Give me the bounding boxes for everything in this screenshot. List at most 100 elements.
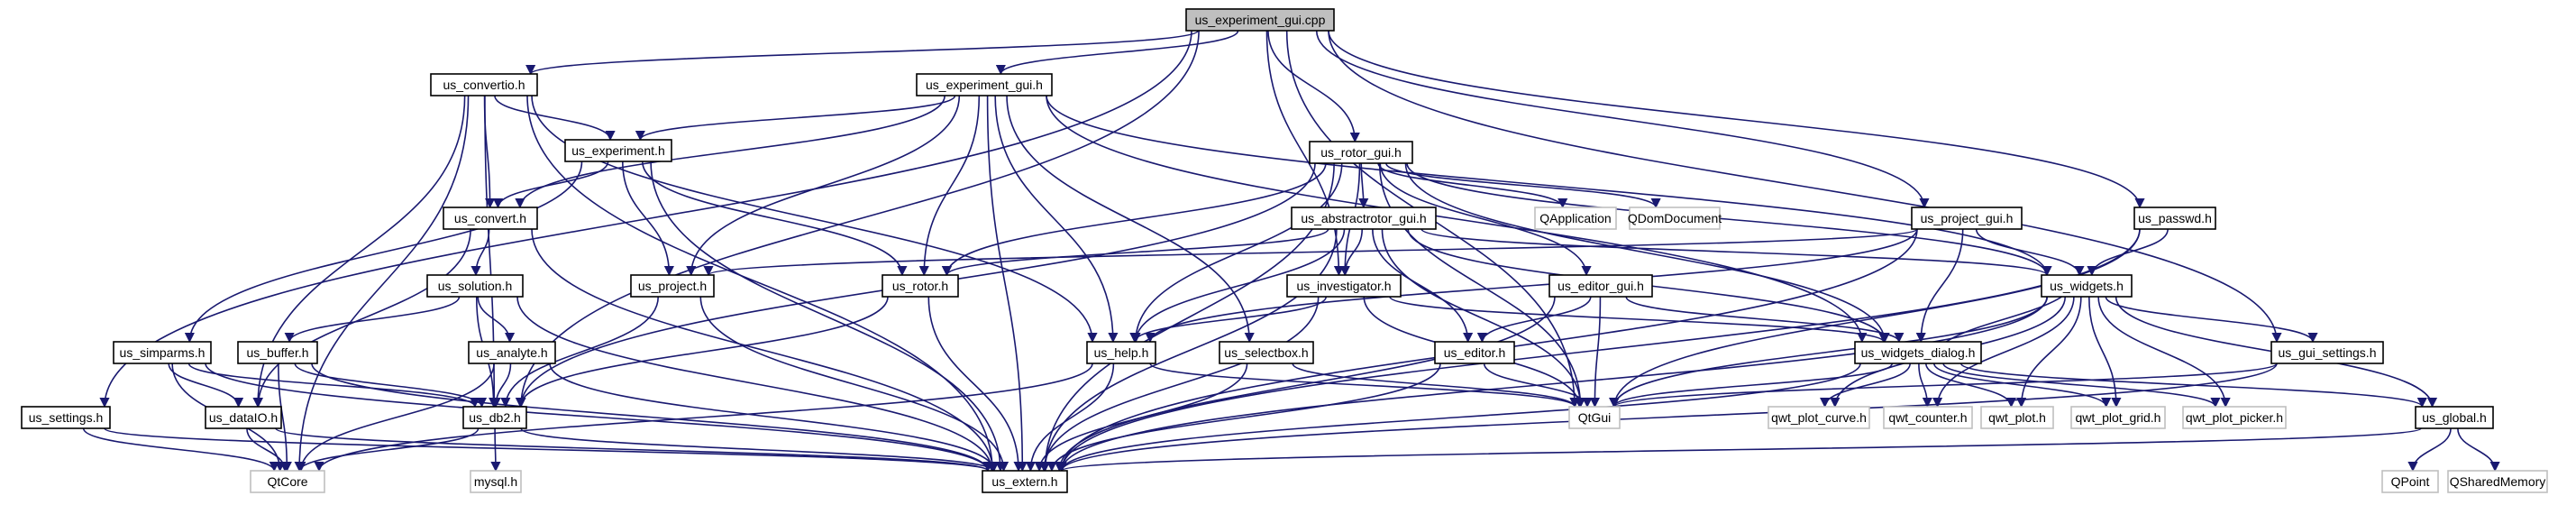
node-qwt-counter-h[interactable]: qwt_counter.h: [1883, 406, 1973, 429]
node-label: QSharedMemory: [2450, 474, 2546, 489]
node-box: [250, 470, 325, 493]
edge-line: [490, 427, 501, 473]
edge-line: [1420, 228, 2052, 277]
edge-us-experiment-gui-h-to-us-extern-h: [986, 95, 1028, 473]
edge-us-convertio-h-to-us-experiment-h: [494, 95, 616, 142]
edge-line: [1609, 296, 2049, 409]
node-qdomdocument[interactable]: QDomDocument: [1628, 207, 1722, 230]
node-qpoint[interactable]: QPoint: [2381, 470, 2439, 493]
node-us-experiment-gui-cpp[interactable]: us_experiment_gui.cpp: [1185, 8, 1335, 32]
edge-us-editor-gui-h-to-qtgui: [1589, 296, 1602, 409]
edge-us-editor-gui-h-to-us-extern-h: [1054, 296, 1556, 473]
edge-us-widgets-dialog-h-to-qtgui: [1609, 363, 1894, 409]
edge-line: [1292, 363, 1580, 409]
edge-us-global-h-to-us-extern-h: [1057, 427, 2422, 473]
node-us-db2-h[interactable]: us_db2.h: [462, 406, 527, 429]
edge-us-rotor-gui-h-to-us-abstractrotor-gui-h: [1358, 162, 1369, 209]
node-us-experiment-gui-h[interactable]: us_experiment_gui.h: [916, 73, 1053, 96]
node-label: us_editor_gui.h: [1557, 279, 1644, 293]
edge-us-project-h-to-us-db2-h: [500, 296, 660, 409]
node-box: [882, 274, 959, 298]
node-label: QtGui: [1578, 410, 1612, 425]
node-box: [462, 406, 527, 429]
node-box: [443, 207, 538, 230]
edge-us-abstractrotor-gui-h-to-us-rotor-h: [942, 228, 1329, 277]
edge-line: [642, 161, 908, 277]
node-us-editor-h[interactable]: us_editor.h: [1434, 341, 1515, 364]
node-us-help-h[interactable]: us_help.h: [1086, 341, 1156, 364]
node-us-buffer-h[interactable]: us_buffer.h: [237, 341, 318, 364]
edge-us-experiment-gui-cpp-to-us-experiment-gui-h: [995, 30, 1239, 76]
node-box: [470, 470, 522, 493]
edge-line: [294, 95, 470, 473]
edge-line: [500, 296, 660, 409]
edge-us-project-h-to-us-extern-h: [699, 296, 1009, 473]
node-us-rotor-h[interactable]: us_rotor.h: [882, 274, 959, 298]
edge-us-project-gui-h-to-us-widgets-dialog-h: [1915, 228, 1964, 344]
edge-line: [1046, 95, 1868, 344]
edge-line: [1381, 228, 1586, 409]
node-us-simparms-h[interactable]: us_simparms.h: [113, 341, 212, 364]
node-us-passwd-h[interactable]: us_passwd.h: [2133, 207, 2216, 230]
edge-us-settings-h-to-us-extern-h: [104, 427, 993, 473]
edge-line: [531, 95, 1098, 344]
node-box: [2447, 470, 2548, 493]
node-qtcore[interactable]: QtCore: [250, 470, 325, 493]
node-qwt-plot-grid-h[interactable]: qwt_plot_grid.h: [2070, 406, 2166, 429]
node-us-analyte-h[interactable]: us_analyte.h: [468, 341, 556, 364]
edge-us-editor-h-to-us-extern-h: [1046, 363, 1441, 473]
node-us-selectbox-h[interactable]: us_selectbox.h: [1219, 341, 1314, 364]
node-us-global-h[interactable]: us_global.h: [2415, 406, 2494, 429]
node-label: qwt_plot_picker.h: [2186, 410, 2283, 425]
node-us-solution-h[interactable]: us_solution.h: [426, 274, 524, 298]
edge-line: [703, 228, 1918, 277]
node-qsharedmemory[interactable]: QSharedMemory: [2447, 470, 2548, 493]
node-us-abstractrotor-gui-h[interactable]: us_abstractrotor_gui.h: [1291, 207, 1437, 230]
node-us-convertio-h[interactable]: us_convertio.h: [430, 73, 538, 96]
node-qapplication[interactable]: QApplication: [1534, 207, 1617, 230]
node-box: [1911, 207, 2023, 230]
node-box: [1854, 341, 1982, 364]
node-us-editor-gui-h[interactable]: us_editor_gui.h: [1548, 274, 1653, 298]
node-label: us_project_gui.h: [1921, 211, 2014, 225]
node-us-datalo-h[interactable]: us_dataIO.h: [205, 406, 282, 429]
edge-line: [1404, 162, 1890, 344]
node-us-extern-h[interactable]: us_extern.h: [982, 470, 1068, 493]
edge-line: [927, 296, 1024, 473]
edge-line: [104, 427, 993, 473]
node-us-experiment-h[interactable]: us_experiment.h: [564, 139, 672, 162]
node-mysql-h[interactable]: mysql.h: [470, 470, 522, 493]
edge-line: [531, 228, 998, 473]
node-us-convert-h[interactable]: us_convert.h: [443, 207, 538, 230]
node-qwt-plot-h[interactable]: qwt_plot.h: [1980, 406, 2054, 429]
edge-us-widgets-h-to-qwt-plot-grid-h: [2088, 296, 2122, 409]
node-us-project-gui-h[interactable]: us_project_gui.h: [1911, 207, 2023, 230]
node-us-project-h[interactable]: us_project.h: [630, 274, 715, 298]
edge-us-rotor-h-to-us-extern-h: [927, 296, 1024, 473]
edge-line: [1130, 162, 1343, 344]
node-us-rotor-gui-h[interactable]: us_rotor_gui.h: [1309, 141, 1413, 164]
edge-line: [1054, 296, 1556, 473]
node-box: [1534, 207, 1617, 230]
node-label: us_abstractrotor_gui.h: [1301, 211, 1426, 225]
node-qwt-plot-curve-h[interactable]: qwt_plot_curve.h: [1768, 406, 1870, 429]
node-us-investigator-h[interactable]: us_investigator.h: [1286, 274, 1402, 298]
node-qwt-plot-picker-h[interactable]: qwt_plot_picker.h: [2182, 406, 2287, 429]
edge-us-analyte-h-to-us-extern-h: [549, 363, 1000, 473]
node-us-gui-settings-h[interactable]: us_gui_settings.h: [2270, 341, 2384, 364]
node-us-widgets-h[interactable]: us_widgets.h: [2041, 274, 2133, 298]
edge-us-editor-h-to-qtgui: [1483, 363, 1593, 409]
edge-line: [2407, 427, 2452, 473]
edge-line: [699, 296, 1009, 473]
node-qtgui[interactable]: QtGui: [1568, 406, 1621, 429]
edge-us-help-h-to-qtcore: [314, 363, 1093, 473]
node-label: us_widgets_dialog.h: [1861, 345, 1976, 360]
node-box: [205, 406, 282, 429]
edge-us-experiment-gui-h-to-us-widgets-dialog-h: [1046, 95, 1868, 344]
node-us-settings-h[interactable]: us_settings.h: [21, 406, 111, 429]
edge-line: [1006, 95, 1255, 344]
edge-line: [1034, 363, 1248, 473]
node-us-widgets-dialog-h[interactable]: us_widgets_dialog.h: [1854, 341, 1982, 364]
node-box: [426, 274, 524, 298]
edge-us-widgets-h-to-us-extern-h: [1056, 296, 2048, 473]
